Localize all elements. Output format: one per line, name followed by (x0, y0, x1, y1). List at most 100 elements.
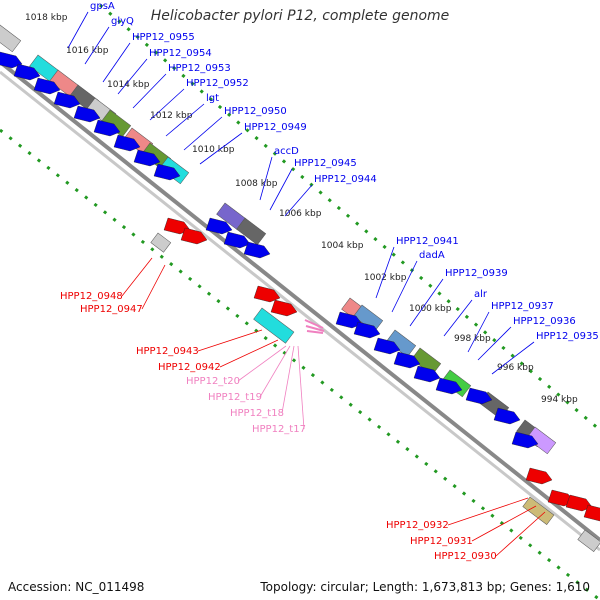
reverse-gene-label: HPP12_0943 (136, 346, 199, 357)
forward-label-leader (199, 132, 243, 165)
forward-gene-label: lgt (206, 93, 219, 104)
forward-gene-arrow (243, 241, 271, 259)
forward-label-leader (183, 116, 223, 151)
feature-block (526, 426, 557, 455)
trna-label-leader (237, 345, 287, 382)
forward-label-leader (269, 168, 293, 211)
feature-block (236, 217, 267, 246)
forward-gene-arrow (493, 407, 521, 425)
forward-gene-label: HPP12_0935 (536, 331, 599, 342)
kbp-tick-label: 998 kbp (454, 334, 491, 344)
forward-gene-label: HPP12_0945 (294, 158, 357, 169)
reverse-gene-arrow (525, 467, 553, 485)
reverse-gene-label: HPP12_0930 (434, 551, 497, 562)
forward-gene-arrow (73, 105, 101, 123)
forward-label-leader (117, 58, 148, 95)
forward-label-leader (67, 11, 89, 49)
feature-block (253, 307, 295, 344)
trna-label: HPP12_t20 (186, 376, 240, 387)
forward-gene-label: glyQ (111, 16, 134, 27)
feature-block (577, 529, 600, 552)
forward-gene-arrow (113, 134, 141, 152)
reverse-gene-arrow (583, 504, 600, 522)
forward-gene-label: HPP12_0939 (445, 268, 508, 279)
reverse-label-leader (495, 511, 546, 557)
forward-gene-arrow (511, 431, 539, 449)
feature-blocks (0, 24, 600, 552)
forward-gene-arrow (53, 91, 81, 109)
forward-label-leader (491, 341, 535, 375)
forward-label-leader (477, 326, 512, 361)
kbp-tick-label: 1002 kbp (364, 273, 407, 283)
forward-gene-label: HPP12_0950 (224, 106, 287, 117)
forward-gene-label: HPP12_0941 (396, 236, 459, 247)
reverse-gene-arrow (253, 285, 281, 303)
trna-label-leader (259, 345, 291, 398)
reverse-gene-label: HPP12_0947 (80, 304, 143, 315)
feature-block (0, 24, 22, 53)
forward-gene-label: HPP12_0954 (149, 48, 212, 59)
forward-gene-label: alr (474, 289, 488, 300)
reverse-label-leader (121, 257, 153, 297)
forward-label-leader (284, 184, 313, 217)
forward-gene-arrow (435, 377, 463, 395)
forward-gene-label: HPP12_0953 (168, 63, 231, 74)
kbp-tick-label: 1006 kbp (279, 209, 322, 219)
forward-gene-label: dadA (419, 250, 445, 261)
forward-gene-arrow (33, 77, 61, 95)
forward-label-leader (467, 311, 490, 353)
forward-gene-arrow (153, 163, 181, 181)
forward-gene-arrow (223, 231, 251, 249)
forward-gene-arrow (93, 119, 121, 137)
kbp-tick-label: 1010 kbp (192, 145, 235, 155)
kbp-tick-label: 994 kbp (541, 395, 578, 405)
forward-gene-arrow (205, 217, 233, 235)
kbp-tick-label: 1016 kbp (66, 46, 109, 56)
feature-block (522, 496, 555, 525)
kbp-tick-label: 1000 kbp (409, 304, 452, 314)
tick-dot-lines (0, 3, 600, 600)
forward-gene-label: HPP12_0952 (186, 78, 249, 89)
forward-gene-arrow (393, 351, 421, 369)
kbp-tick-label: 1008 kbp (235, 179, 278, 189)
trna-label-leader (297, 345, 305, 430)
forward-gene-arrow (353, 321, 381, 339)
reverse-label-leader (141, 264, 166, 310)
forward-label-leader (259, 156, 273, 201)
backbone-line-inner (0, 70, 600, 552)
feature-block (150, 232, 172, 253)
kbp-tick-label: 1004 kbp (321, 241, 364, 251)
reverse-gene-arrow (270, 299, 298, 317)
reverse-label-leader (219, 339, 279, 368)
forward-label-leader (132, 73, 167, 109)
forward-gene-arrow (373, 337, 401, 355)
kbp-tick-label: 996 kbp (497, 363, 534, 373)
kbp-tick-label: 1018 kbp (25, 13, 68, 23)
forward-label-leader (375, 246, 395, 299)
reverse-label-leader (447, 497, 529, 526)
forward-gene-label: HPP12_0937 (491, 301, 554, 312)
forward-gene-arrow (413, 365, 441, 383)
outer-dot-line (99, 3, 600, 432)
forward-label-leader (391, 260, 418, 313)
reverse-label-leader (471, 505, 537, 542)
forward-gene-label: HPP12_0949 (244, 122, 307, 133)
kbp-tick-label: 1014 kbp (107, 80, 150, 90)
forward-gene-label: accD (274, 146, 299, 157)
trna-label: HPP12_t18 (230, 408, 284, 419)
trna-marks (304, 319, 325, 334)
forward-gene-arrow (13, 63, 41, 81)
forward-label-leader (409, 278, 444, 327)
trna-label: HPP12_t19 (208, 392, 262, 403)
forward-gene-label: gpsA (90, 1, 115, 12)
forward-gene-label: HPP12_0944 (314, 174, 377, 185)
backbone-line-outer (0, 60, 600, 542)
forward-gene-label: HPP12_0936 (513, 316, 576, 327)
topology-text: Topology: circular; Length: 1,673,813 bp… (260, 580, 590, 594)
forward-gene-arrow (0, 51, 23, 69)
forward-gene-arrow (465, 387, 493, 405)
accession-text: Accession: NC_011498 (8, 580, 145, 594)
forward-gene-arrow (133, 149, 161, 167)
reverse-gene-label: HPP12_0932 (386, 520, 449, 531)
